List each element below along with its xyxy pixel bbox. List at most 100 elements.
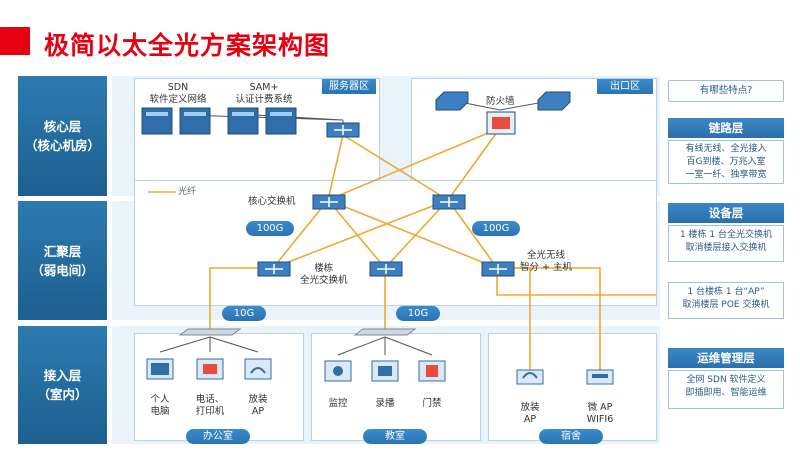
- link-layer-title: 链路层: [668, 118, 784, 138]
- link-server-core-right: [342, 134, 449, 201]
- ops-layer-line-1: 全网 SDN 软件定义: [686, 375, 766, 385]
- pc-label-1: 个人: [150, 394, 170, 405]
- features-question: 有哪些特点?: [668, 80, 784, 102]
- micro-ap-label-2: WIFI6: [586, 414, 614, 425]
- sam-label-desc: 认证计费系统: [235, 94, 293, 105]
- link-firewall-core-right: [447, 127, 501, 201]
- title-accent-bar: [0, 27, 30, 55]
- dorm-ap-label: 放装 AP: [515, 402, 545, 426]
- sdn-label: SDN 软件定义网络: [140, 82, 216, 106]
- core-switch-label: 核心交换机: [248, 196, 296, 207]
- pc-icon: [146, 358, 174, 380]
- ops-layer-line-2: 即插即用、智能运维: [685, 388, 767, 398]
- link-10g-right: 10G: [396, 306, 440, 321]
- link-10g-left: 10G: [222, 306, 266, 321]
- core-switch-left-icon: [312, 194, 346, 210]
- door-access-icon: [418, 360, 446, 382]
- pc-label-2: 电脑: [150, 406, 170, 417]
- page-title: 极简以太全光方案架构图: [44, 31, 331, 60]
- device-layer-title: 设备层: [668, 203, 784, 223]
- device-layer-a-line-2: 取消楼层接入交换机: [685, 243, 767, 253]
- sam-label: SAM+ 认证计费系统: [226, 82, 302, 106]
- monitor-label: 监控: [328, 398, 348, 409]
- dorm-ap-icon: [516, 369, 544, 385]
- classroom-drop-lines: [337, 336, 433, 356]
- building-switch-label-1: 楼栋: [314, 263, 334, 274]
- building-switch-c-icon: [481, 261, 515, 277]
- device-layer-b-line-2: 取消楼层 POE 交换机: [682, 300, 770, 310]
- layer-aggregation: 汇聚层 （弱电间）: [18, 201, 107, 320]
- layer-core-location: （核心机房）: [24, 138, 100, 153]
- wireless-label-1: 全光无线: [526, 250, 565, 261]
- core-switch-right-icon: [432, 194, 466, 210]
- office-drop-lines: [159, 336, 259, 353]
- phone-printer-label-1: 电话、: [195, 394, 225, 405]
- recording-icon: [371, 360, 399, 382]
- link-layer-box: 有线无线、全光接入 百G到楼、万兆入室 一室一纤、独享带宽: [668, 140, 784, 184]
- server-area-tag: 服务器区: [322, 79, 376, 94]
- link-layer-line-1: 有线无线、全光接入: [685, 144, 767, 154]
- dorm-panel: [488, 333, 657, 441]
- micro-ap-label: 微 AP WIFI6: [582, 402, 618, 426]
- building-switch-label-2: 全光交换机: [300, 275, 348, 286]
- phone-printer-label-2: 打印机: [195, 406, 225, 417]
- link-server-core-left: [327, 134, 344, 201]
- office-ap-label-2: AP: [251, 406, 265, 417]
- classroom-splitter-icon: [353, 328, 417, 336]
- phone-printer-icon: [196, 358, 224, 380]
- sdn-label-desc: 软件定义网络: [149, 94, 207, 105]
- link-coreR-aggC: [447, 199, 498, 269]
- classroom-panel: [311, 333, 481, 441]
- link-layer-line-2: 百G到楼、万兆入室: [686, 157, 766, 167]
- link-coreR-aggA: [272, 199, 449, 269]
- device-layer-box-b: 1 台楼栋 1 台“AP” 取消楼层 POE 交换机: [668, 282, 784, 319]
- phone-printer-label: 电话、 打印机: [190, 394, 230, 418]
- wireless-label-2: 智分 + 主机: [520, 262, 572, 273]
- link-coreL-aggB: [327, 199, 386, 269]
- dorm-ap-label-2: AP: [523, 414, 537, 425]
- link-coreR-aggB: [384, 199, 449, 269]
- sdn-label-name: SDN: [167, 82, 189, 93]
- wireless-label: 全光无线 智分 + 主机: [520, 250, 572, 274]
- office-ap-icon: [244, 358, 272, 380]
- office-splitter-icon: [178, 328, 242, 336]
- building-switch-label: 楼栋 全光交换机: [300, 263, 348, 287]
- office-ap-label-1: 放装: [248, 394, 268, 405]
- server-area-switch-icon: [326, 122, 360, 138]
- door-label: 门禁: [422, 398, 442, 409]
- dorm-ap-label-1: 放装: [520, 402, 540, 413]
- device-layer-a-line-1: 1 楼栋 1 台全光交换机: [679, 230, 773, 240]
- pc-label: 个人 电脑: [145, 394, 175, 418]
- record-label: 录播: [375, 398, 395, 409]
- layer-core-name: 核心层: [43, 119, 82, 134]
- ops-layer-title: 运维管理层: [668, 348, 784, 368]
- layer-access: 接入层 （室内）: [18, 326, 107, 444]
- office-ap-label: 放装 AP: [243, 394, 273, 418]
- micro-ap-icon: [586, 369, 614, 385]
- layer-aggregation-location: （弱电间）: [31, 262, 94, 278]
- sam-label-name: SAM+: [249, 82, 279, 93]
- legend-fiber-label: 光纤: [178, 187, 197, 197]
- link-coreL-aggC: [327, 199, 498, 269]
- link-aggA-office: [209, 267, 273, 335]
- device-layer-b-line-1: 1 台楼栋 1 台“AP”: [687, 287, 765, 297]
- office-tag: 办公室: [186, 429, 250, 444]
- link-aggC-dorm-ap: [497, 267, 531, 370]
- link-firewall-core-left: [327, 127, 501, 201]
- classroom-tag: 教室: [363, 429, 427, 444]
- layer-aggregation-name: 汇聚层: [43, 243, 82, 259]
- micro-ap-label-1: 微 AP: [587, 402, 613, 413]
- exit-area-tag: 出口区: [597, 79, 653, 94]
- link-aggC-micro-ap: [497, 267, 601, 370]
- dorm-tag: 宿舍: [539, 429, 603, 444]
- ops-layer-box: 全网 SDN 软件定义 即插即用、智能运维: [668, 370, 784, 409]
- link-100g-right: 100G: [472, 221, 520, 236]
- camera-icon: [324, 360, 352, 382]
- layer-access-name: 接入层: [43, 368, 82, 383]
- link-100g-left: 100G: [246, 221, 294, 236]
- layer-access-location: （室内）: [37, 387, 88, 402]
- sdn-server-icon: [141, 107, 211, 135]
- layer-core: 核心层 （核心机房）: [18, 76, 107, 196]
- firewall-label: 防火墙: [486, 96, 515, 107]
